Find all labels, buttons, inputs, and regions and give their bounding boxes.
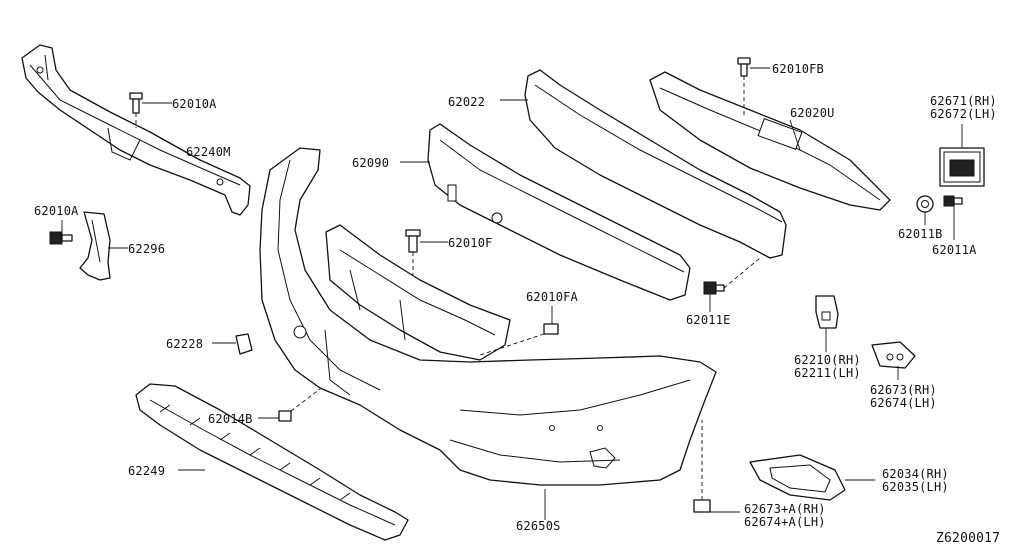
label-62672: 62672(LH) — [930, 107, 997, 121]
label-62211: 62211(LH) — [794, 366, 861, 380]
screw-62011E — [703, 257, 761, 312]
label-62020U: 62020U — [790, 106, 835, 120]
nut-62011B — [916, 195, 934, 225]
label-62010F: 62010F — [448, 236, 493, 250]
label-62010FB: 62010FB — [772, 62, 824, 76]
lower-bar-62249 — [135, 383, 409, 541]
bumper-fascia-62650S — [259, 147, 717, 520]
grille-frame — [325, 224, 511, 361]
label-62035: 62035(LH) — [882, 480, 949, 494]
label-62249: 62249 — [128, 464, 166, 478]
beam-62022 — [500, 69, 787, 259]
fog-finisher-62034 — [749, 454, 875, 501]
clip-62210 — [815, 295, 839, 352]
reinforcement-62090 — [400, 123, 691, 301]
label-62090: 62090 — [352, 156, 390, 170]
label-62673: 62673(RH) — [870, 383, 937, 397]
clip-62673A — [693, 420, 740, 513]
label-62650S: 62650S — [516, 519, 561, 533]
label-62240M: 62240M — [186, 145, 231, 159]
label-62011A: 62011A — [932, 243, 977, 257]
label-62011B: 62011B — [898, 227, 943, 241]
label-62228: 62228 — [166, 337, 204, 351]
clip-62010FA — [479, 306, 559, 356]
label-62014B: 62014B — [208, 412, 253, 426]
cover-62020U — [649, 71, 891, 211]
bracket-62240M — [21, 44, 251, 216]
clip-62228 — [212, 333, 253, 355]
label-62011E: 62011E — [686, 313, 731, 327]
screw-62010A-left — [49, 220, 73, 245]
clip-62010A-top — [129, 92, 172, 128]
label-62296: 62296 — [128, 242, 166, 256]
screw-62010F — [405, 229, 448, 278]
label-62034: 62034(RH) — [882, 467, 949, 481]
label-62674A: 62674+A(LH) — [744, 515, 826, 529]
screw-62010FB — [737, 57, 770, 118]
label-62010A-top: 62010A — [172, 97, 217, 111]
label-62010A-left: 62010A — [34, 204, 79, 218]
diagram-id: Z6200017 — [936, 531, 1001, 546]
bracket-62671 — [939, 124, 985, 187]
fog-cover-62673 — [871, 341, 916, 380]
label-62022: 62022 — [448, 95, 486, 109]
bracket-62296 — [79, 211, 128, 281]
label-62210: 62210(RH) — [794, 353, 861, 367]
label-62673A: 62673+A(RH) — [744, 502, 826, 516]
screw-62011A-right — [943, 195, 963, 240]
label-62674: 62674(LH) — [870, 396, 937, 410]
label-62671: 62671(RH) — [930, 94, 997, 108]
label-62010FA: 62010FA — [526, 290, 578, 304]
